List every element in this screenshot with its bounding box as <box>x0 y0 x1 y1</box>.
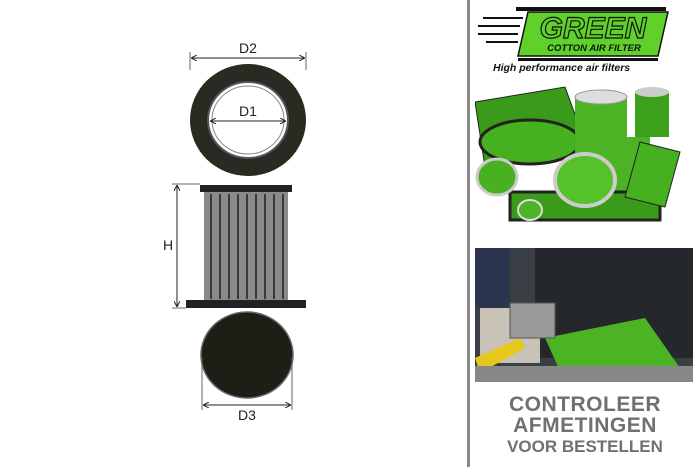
top-view-ring <box>190 64 306 176</box>
svg-text:GREEN: GREEN <box>540 12 648 45</box>
side-view-filter <box>186 185 306 308</box>
d3-label: D3 <box>238 407 256 423</box>
divider <box>467 0 470 467</box>
svg-text:High performance air filters: High performance air filters <box>493 62 630 74</box>
d2-label: D2 <box>239 40 257 56</box>
bottom-view-disc <box>200 311 294 399</box>
d1-label: D1 <box>239 103 257 119</box>
filter-dimension-diagram: D2 D1 H D3 <box>163 40 307 423</box>
h-label: H <box>163 237 173 253</box>
cta-line-2: AFMETINGEN <box>513 414 657 437</box>
svg-text:COTTON AIR FILTER: COTTON AIR FILTER <box>547 43 641 54</box>
product-range-photo <box>475 82 693 225</box>
green-logo: GREEN COTTON AIR FILTER High performance… <box>478 7 669 74</box>
check-dimensions-notice: CONTROLEER AFMETINGEN VOOR BESTELLEN <box>470 394 700 457</box>
cta-line-3: VOOR BESTELLEN <box>507 437 663 456</box>
cta-line-1: CONTROLEER <box>509 393 661 416</box>
measuring-photo <box>475 248 693 382</box>
